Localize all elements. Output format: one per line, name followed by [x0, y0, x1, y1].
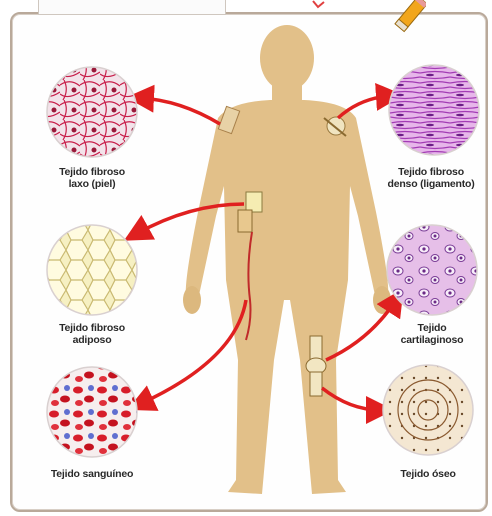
cartilage-tissue-image	[387, 225, 477, 315]
dense-tissue-image	[389, 65, 479, 155]
hand-left	[183, 286, 201, 314]
label-bone-tissue: Tejido óseo	[378, 468, 478, 480]
bone-tissue-image	[383, 365, 473, 455]
arrow-to-blood-tissue	[140, 300, 246, 404]
adipose-tissue-image	[47, 225, 137, 315]
blood-tissue-image	[47, 367, 137, 457]
loose-tissue-image	[47, 67, 137, 157]
arrow-to-loose-tissue	[140, 98, 220, 124]
label-blood-tissue: Tejido sanguíneo	[36, 468, 148, 480]
human-body-silhouette	[186, 25, 389, 494]
